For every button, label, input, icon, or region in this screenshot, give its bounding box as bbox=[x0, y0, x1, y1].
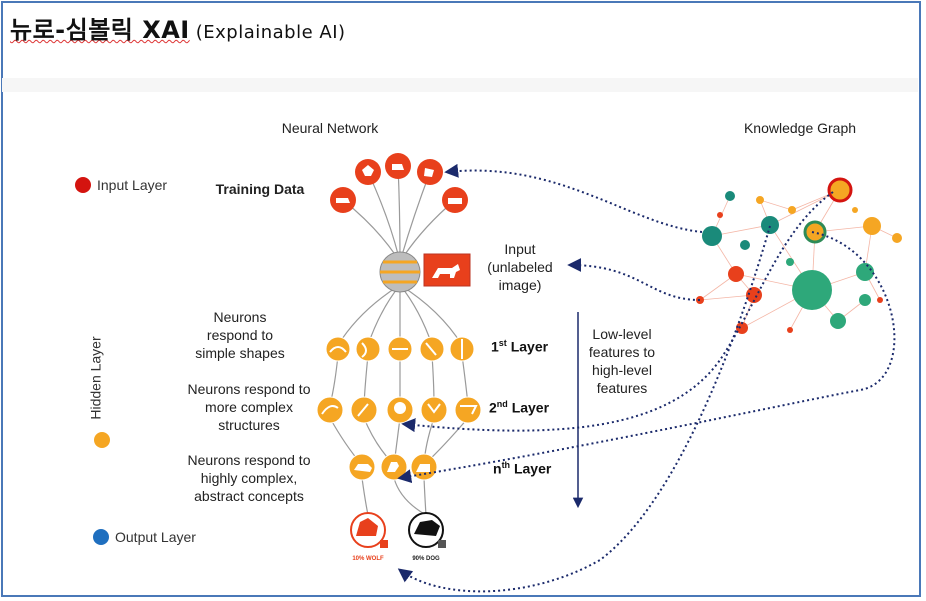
red-dot-icon bbox=[75, 177, 91, 193]
knowledge-graph-nodes bbox=[696, 177, 902, 334]
legend-input-layer: Input Layer bbox=[75, 177, 167, 193]
dog-label: 90% DOG bbox=[412, 556, 440, 562]
neurons-abstract-label: Neurons respond to highly complex, abstr… bbox=[187, 452, 311, 504]
nth-layer-label: nth Layer bbox=[493, 460, 552, 477]
training-data-label: Training Data bbox=[215, 181, 305, 197]
neuron-icon bbox=[454, 396, 482, 424]
graph-node bbox=[830, 313, 846, 329]
knowledge-graph-edges bbox=[699, 189, 898, 331]
features-label: Low-level features to high-level feature… bbox=[588, 326, 656, 396]
arrow-to-training bbox=[444, 163, 703, 233]
graph-node bbox=[877, 297, 883, 303]
wolf-label: 10% WOLF bbox=[352, 556, 384, 562]
legend-input-label: Input Layer bbox=[97, 177, 168, 193]
graph-node bbox=[786, 258, 794, 266]
graph-node bbox=[787, 327, 793, 333]
graph-node bbox=[856, 263, 874, 281]
x-mark-icon bbox=[380, 540, 388, 548]
header-band bbox=[2, 78, 918, 92]
connector-arrows bbox=[397, 163, 896, 593]
title-main: 뉴로-심볼릭 XAI bbox=[10, 16, 190, 44]
arrow-to-input bbox=[567, 258, 701, 301]
input-unlabeled-label: Input (unlabeled image) bbox=[487, 241, 553, 293]
arrow-to-output bbox=[397, 225, 771, 593]
neural-network-header: Neural Network bbox=[281, 120, 379, 136]
hidden-layer-dot-icon bbox=[94, 432, 110, 448]
neuron-icon bbox=[325, 336, 351, 362]
graph-node bbox=[859, 294, 871, 306]
output-wolf: 10% WOLF bbox=[350, 512, 388, 562]
graph-node bbox=[736, 322, 748, 334]
graph-node bbox=[892, 233, 902, 243]
title-sub: (Explainable AI) bbox=[195, 22, 346, 43]
graph-node bbox=[725, 191, 735, 201]
blue-dot-icon bbox=[93, 529, 109, 545]
graph-node bbox=[761, 216, 779, 234]
arrow-to-nth-layer bbox=[397, 231, 896, 484]
neuron-icon bbox=[316, 396, 344, 424]
neuron-icon bbox=[355, 336, 381, 362]
neurons-simple-label: Neurons respond to simple shapes bbox=[195, 309, 285, 361]
graph-node bbox=[702, 226, 722, 246]
check-mark-icon bbox=[438, 540, 446, 548]
graph-node bbox=[852, 207, 858, 213]
graph-node bbox=[728, 266, 744, 282]
graph-node bbox=[717, 212, 723, 218]
graph-node bbox=[756, 196, 764, 204]
first-layer-label: 1st Layer bbox=[491, 338, 549, 355]
graph-node bbox=[863, 217, 881, 235]
arrow-to-second-layer bbox=[401, 191, 834, 433]
input-globe-icon bbox=[379, 251, 471, 293]
graph-node bbox=[792, 270, 832, 310]
neurons-complex-label: Neurons respond to more complex structur… bbox=[187, 381, 311, 433]
neuron-icon bbox=[420, 396, 448, 424]
graph-node bbox=[803, 220, 827, 244]
knowledge-graph-header: Knowledge Graph bbox=[743, 120, 857, 136]
output-dog: 90% DOG bbox=[408, 512, 446, 562]
graph-node bbox=[827, 177, 853, 203]
graph-node bbox=[788, 206, 796, 214]
graph-node bbox=[740, 240, 750, 250]
legend-output-layer: Output Layer bbox=[93, 529, 196, 545]
legend-output-label: Output Layer bbox=[115, 529, 196, 545]
second-layer-label: 2nd Layer bbox=[489, 399, 550, 416]
slide-title: 뉴로-심볼릭 XAI(Explainable AI) bbox=[10, 10, 346, 45]
training-data-icons bbox=[330, 153, 468, 213]
